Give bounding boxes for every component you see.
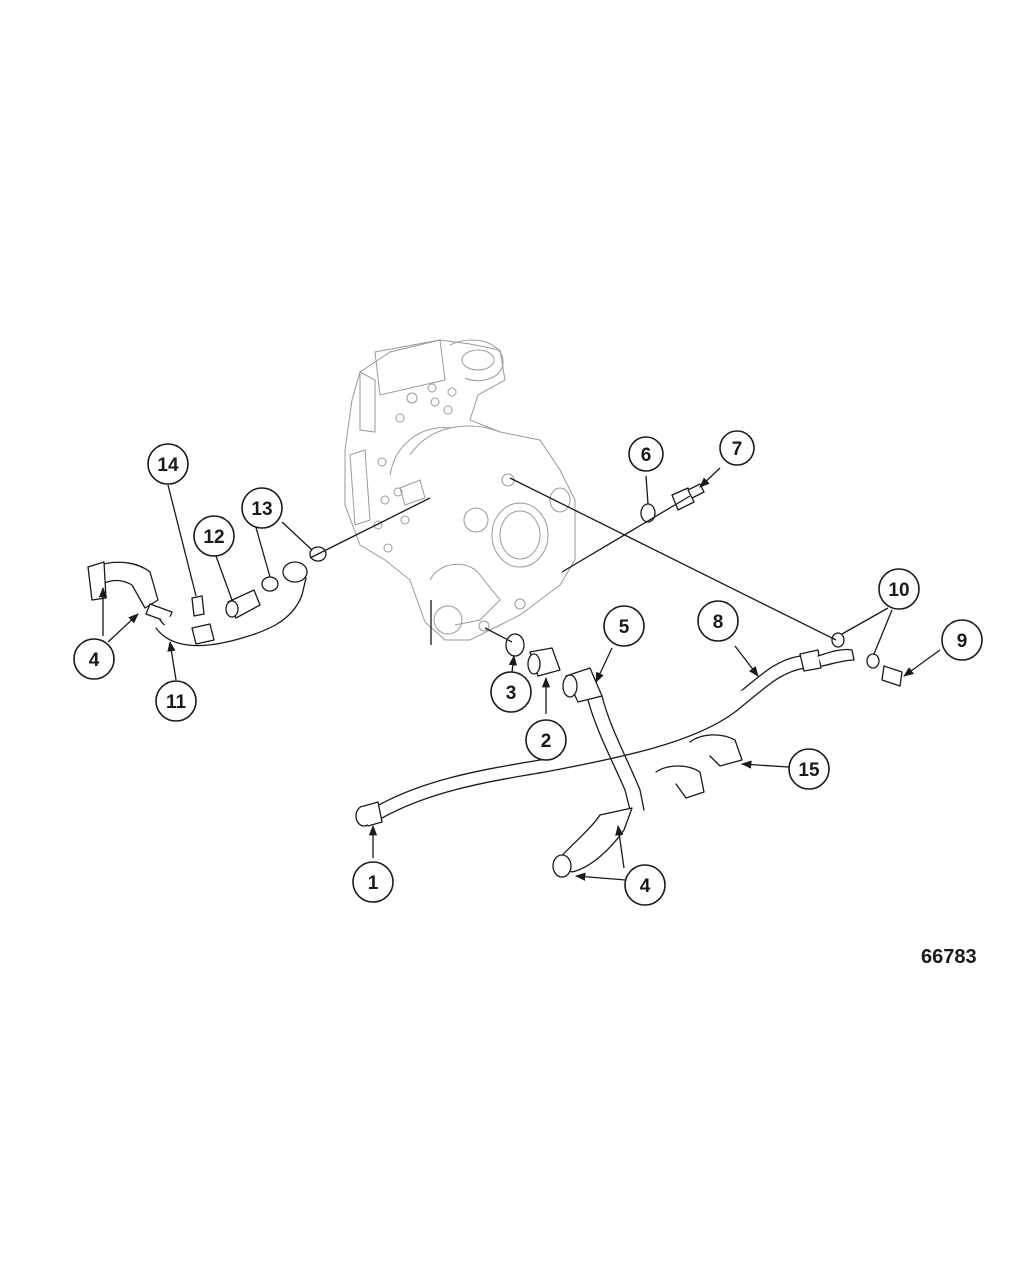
clamps-15 <box>655 734 743 799</box>
callout-3: 3 <box>490 671 532 713</box>
leader-lines <box>98 467 941 881</box>
callout-10-label: 10 <box>888 580 909 601</box>
callout-4-left: 4 <box>73 638 115 680</box>
callout-8-label: 8 <box>713 612 724 633</box>
callout-13-label: 13 <box>251 499 272 520</box>
callout-2: 2 <box>525 719 567 761</box>
callout-2-label: 2 <box>541 731 552 752</box>
callout-6: 6 <box>628 436 664 472</box>
callout-12-label: 12 <box>203 527 224 548</box>
callout-15-label: 15 <box>798 760 820 781</box>
callout-1-label: 1 <box>368 873 379 894</box>
callout-5: 5 <box>603 605 645 647</box>
banjo-bolt-9 <box>881 665 903 687</box>
engine-housing <box>344 339 576 645</box>
callout-14-label: 14 <box>157 455 179 476</box>
callout-11-label: 11 <box>166 692 187 713</box>
callout-15: 15 <box>788 748 830 790</box>
banjo-fitting <box>282 561 308 583</box>
callout-10: 10 <box>878 568 920 610</box>
callout-9-label: 9 <box>957 631 968 652</box>
screw-14 <box>191 595 205 617</box>
callout-4-bottom-label: 4 <box>640 876 651 897</box>
callout-13: 13 <box>241 487 283 529</box>
callout-5-label: 5 <box>619 617 630 638</box>
hose-fitting-12 <box>225 589 261 619</box>
elbow-5 <box>562 667 603 703</box>
callout-6-label: 6 <box>641 445 652 466</box>
callout-4-left-label: 4 <box>89 650 100 671</box>
o-ring-6 <box>640 503 656 523</box>
callout-11: 11 <box>155 680 197 722</box>
figure-number: 66783 <box>921 946 977 968</box>
fitting-2 <box>527 647 561 677</box>
callout-14: 14 <box>147 443 189 485</box>
callout-4-bottom: 4 <box>624 864 666 906</box>
callout-1: 1 <box>352 861 394 903</box>
callout-9: 9 <box>941 619 983 661</box>
callout-7: 7 <box>719 430 755 466</box>
hose-8 <box>355 648 855 827</box>
seal-3 <box>505 633 525 657</box>
washers-10 <box>831 632 880 669</box>
callout-12: 12 <box>193 515 235 557</box>
hose-5 <box>552 695 645 878</box>
callout-3-label: 3 <box>506 683 517 704</box>
callout-8: 8 <box>697 600 739 642</box>
callout-7-label: 7 <box>732 439 743 460</box>
